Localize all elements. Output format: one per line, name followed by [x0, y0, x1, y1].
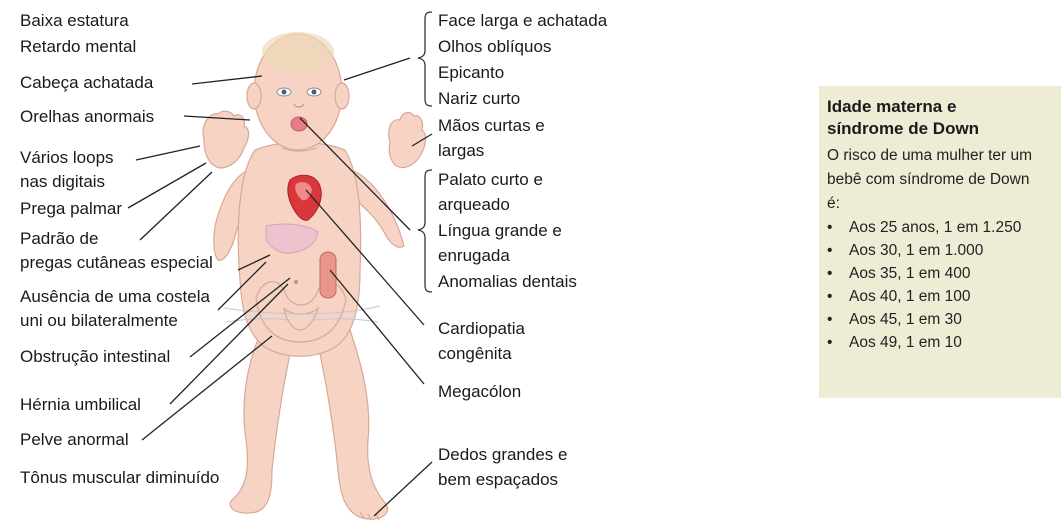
- baby-illustration: [203, 32, 426, 520]
- label-orelhas-anormais: Orelhas anormais: [20, 107, 154, 126]
- label-ausencia-costela: Ausência de uma costela: [20, 287, 210, 306]
- label-palato-curto: Palato curto e: [438, 170, 543, 189]
- info-box-intro: O risco de uma mulher ter um bebê com sí…: [827, 144, 1042, 216]
- tongue: [291, 117, 307, 131]
- label-maos-curtas: Mãos curtas e: [438, 116, 545, 135]
- label-lingua-grande: Língua grande e: [438, 221, 562, 240]
- risk-item: •Aos 45, 1 em 30: [827, 308, 1061, 331]
- label-olhos-obliquos: Olhos oblíquos: [438, 37, 551, 56]
- label-hernia-umbilical: Hérnia umbilical: [20, 395, 141, 414]
- brace-face: [418, 12, 432, 106]
- label-baixa-estatura: Baixa estatura: [20, 11, 129, 30]
- label-bem-espacados: bem espaçados: [438, 470, 558, 489]
- bullet-icon: •: [827, 285, 849, 308]
- info-box-title: Idade materna e síndrome de Down: [827, 96, 1007, 140]
- label-cardiopatia: Cardiopatia: [438, 319, 525, 338]
- label-largas: largas: [438, 141, 484, 160]
- label-face-larga: Face larga e achatada: [438, 11, 608, 30]
- label-nariz-curto: Nariz curto: [438, 89, 520, 108]
- risk-list: •Aos 25 anos, 1 em 1.250 •Aos 30, 1 em 1…: [827, 216, 1061, 354]
- right-hand: [389, 113, 426, 168]
- label-epicanto: Epicanto: [438, 63, 504, 82]
- left-labels: Baixa estatura Retardo mental Cabeça ach…: [20, 11, 219, 487]
- label-tonus-muscular: Tônus muscular diminuído: [20, 468, 219, 487]
- right-ear: [335, 83, 349, 109]
- risk-item: •Aos 30, 1 em 1.000: [827, 239, 1061, 262]
- label-anomalias-dentais: Anomalias dentais: [438, 272, 577, 291]
- brace-mouth: [418, 170, 432, 292]
- label-congenita: congênita: [438, 344, 512, 363]
- right-leg: [318, 330, 388, 519]
- right-labels: Face larga e achatada Olhos oblíquos Epi…: [438, 11, 608, 489]
- hair: [262, 32, 334, 72]
- label-prega-palmar: Prega palmar: [20, 199, 122, 218]
- left-leg: [230, 330, 292, 513]
- label-arqueado: arqueado: [438, 195, 510, 214]
- label-retardo-mental: Retardo mental: [20, 37, 136, 56]
- risk-item: •Aos 40, 1 em 100: [827, 285, 1061, 308]
- down-syndrome-diagram: Baixa estatura Retardo mental Cabeça ach…: [0, 0, 800, 525]
- label-megacolon: Megacólon: [438, 382, 521, 401]
- bullet-icon: •: [827, 239, 849, 262]
- label-nas-digitais: nas digitais: [20, 172, 105, 191]
- maternal-age-info-box: Idade materna e síndrome de Down O risco…: [819, 86, 1061, 398]
- left-ear: [247, 83, 261, 109]
- label-dedos-grandes: Dedos grandes e: [438, 445, 567, 464]
- risk-item: •Aos 35, 1 em 400: [827, 262, 1061, 285]
- risk-item: •Aos 49, 1 em 10: [827, 331, 1061, 354]
- label-varios-loops: Vários loops: [20, 148, 114, 167]
- bullet-icon: •: [827, 331, 849, 354]
- bullet-icon: •: [827, 308, 849, 331]
- label-padrao-de: Padrão de: [20, 229, 98, 248]
- bullet-icon: •: [827, 216, 849, 239]
- label-obstrucao-intestinal: Obstrução intestinal: [20, 347, 170, 366]
- label-cabeca-achatada: Cabeça achatada: [20, 73, 154, 92]
- label-pregas-cutaneas: pregas cutâneas especial: [20, 253, 213, 272]
- bullet-icon: •: [827, 262, 849, 285]
- label-uni-bilateral: uni ou bilateralmente: [20, 311, 178, 330]
- label-enrugada: enrugada: [438, 246, 510, 265]
- risk-item: •Aos 25 anos, 1 em 1.250: [827, 216, 1061, 239]
- label-pelve-anormal: Pelve anormal: [20, 430, 129, 449]
